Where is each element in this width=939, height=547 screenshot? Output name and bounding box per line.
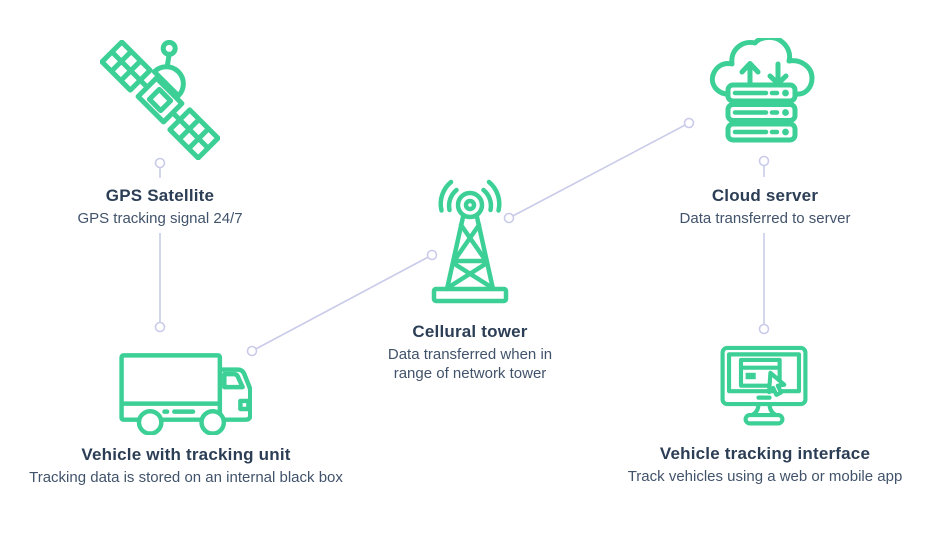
node-subtitle-cloud-server: Data transferred to server (679, 210, 851, 227)
node-subtitle-vehicle: Tracking data is stored on an internal b… (29, 469, 343, 486)
connector-satellite-vehicle (154, 233, 166, 333)
node-subtitle-gps-satellite: GPS tracking signal 24/7 (77, 210, 243, 227)
node-title-cloud-server: Cloud server (711, 186, 819, 205)
node-subtitle-cellular-tower: Data transferred when in range of networ… (387, 346, 553, 382)
satellite-icon (100, 40, 220, 160)
connector-cloud-stub (758, 155, 770, 177)
cloud-server-icon (709, 38, 815, 143)
node-title-gps-satellite: GPS Satellite (105, 186, 215, 205)
node-subtitle-tracking-interface: Track vehicles using a web or mobile app (627, 468, 903, 485)
truck-icon (119, 353, 252, 435)
monitor-icon (720, 345, 808, 426)
connector-cloud-interface (758, 233, 770, 335)
node-title-cellular-tower: Cellural tower (412, 322, 528, 341)
connector-satellite-stub (154, 157, 166, 178)
node-title-tracking-interface: Vehicle tracking interface (659, 444, 871, 463)
node-title-vehicle: Vehicle with tracking unit (81, 445, 291, 464)
cell-tower-icon (431, 179, 509, 304)
